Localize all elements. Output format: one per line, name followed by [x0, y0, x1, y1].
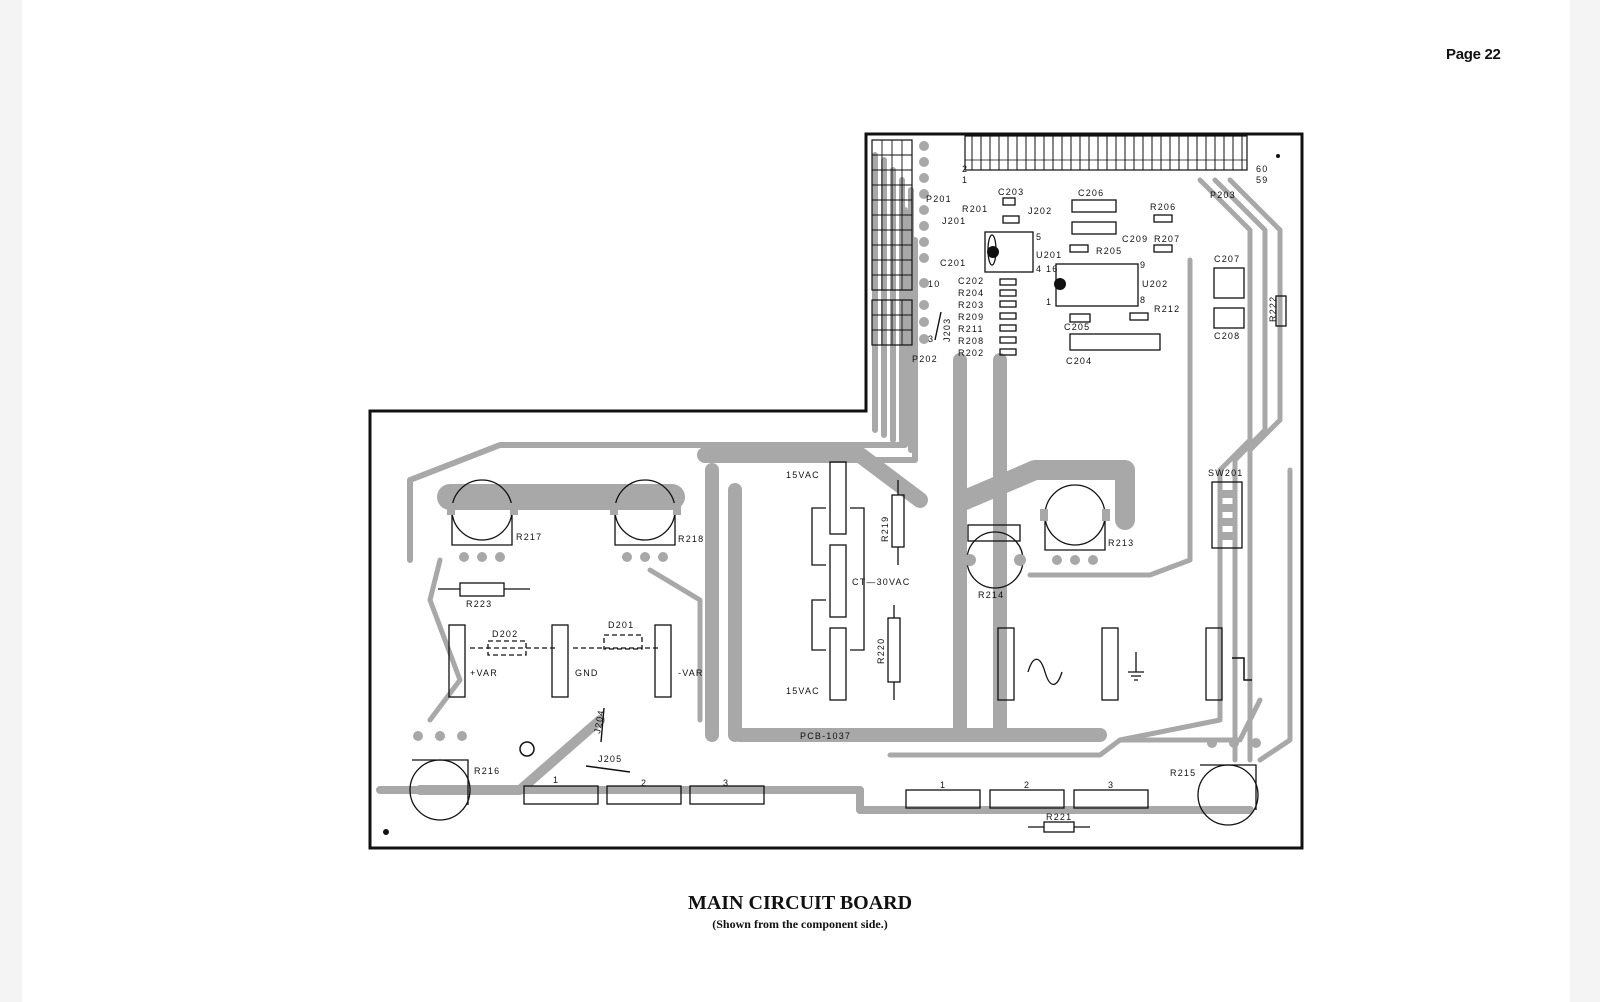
- terminal-strips: [448, 461, 1243, 701]
- label-r201: R201: [962, 204, 988, 214]
- label-u202-pin9: 9: [1140, 260, 1146, 270]
- label-15vac-bottom: 15VAC: [786, 686, 820, 696]
- label-u201-pin5: 5: [1036, 232, 1042, 242]
- label-u202-pin16: 16: [1046, 264, 1058, 274]
- label-pin-60: 60: [1256, 164, 1268, 174]
- bottom-connectors: [523, 785, 1149, 809]
- label-c208: C208: [1214, 331, 1240, 341]
- label-u201-pin4: 4: [1036, 264, 1042, 274]
- label-r214: R214: [978, 590, 1004, 600]
- label-u202-pin8: 8: [1140, 295, 1146, 305]
- ground-icon: [1128, 652, 1144, 681]
- copper-traces: [376, 152, 1293, 814]
- label-u202: U202: [1142, 279, 1168, 289]
- pot-pads: [413, 503, 1261, 748]
- label-d202: D202: [492, 629, 518, 639]
- label-ct-30vac: CT—30VAC: [852, 577, 910, 587]
- label-r213: R213: [1108, 538, 1134, 548]
- top-small-components: [987, 197, 1287, 351]
- caption-title: MAIN CIRCUIT BOARD: [687, 892, 913, 914]
- board-outline: [368, 132, 1304, 850]
- label-pin-1: 1: [962, 175, 968, 185]
- caption-subtitle: (Shown from the component side.): [712, 917, 888, 931]
- label-r217: R217: [516, 532, 542, 542]
- label-conn-right-3: 3: [1108, 780, 1114, 790]
- label-pin-3: 3: [928, 334, 934, 344]
- label-var-neg: -VAR: [678, 668, 704, 678]
- label-r209: R209: [958, 312, 984, 322]
- label-r207: R207: [1154, 234, 1180, 244]
- label-r202: R202: [958, 348, 984, 358]
- label-r216: R216: [474, 766, 500, 776]
- label-r218: R218: [678, 534, 704, 544]
- label-r208: R208: [958, 336, 984, 346]
- label-c201: C201: [940, 258, 966, 268]
- connector-p201: [871, 139, 913, 291]
- connector-pads: [919, 141, 929, 344]
- label-j204: J204: [592, 709, 606, 735]
- label-r219: R219: [880, 516, 890, 542]
- sine-wave-icon: [1027, 658, 1063, 686]
- label-c206: C206: [1078, 188, 1104, 198]
- label-c209: C209: [1122, 234, 1148, 244]
- label-var-pos: +VAR: [470, 668, 498, 678]
- label-r205: R205: [1096, 246, 1122, 256]
- label-c202: C202: [958, 276, 984, 286]
- label-r204: R204: [958, 288, 984, 298]
- transformer-bracket: [811, 507, 865, 651]
- label-d201: D201: [608, 620, 634, 630]
- jumpers: [585, 311, 942, 773]
- label-gnd: GND: [575, 668, 599, 678]
- label-p202: P202: [912, 354, 938, 364]
- label-conn-right-2: 2: [1024, 780, 1030, 790]
- label-c207: C207: [1214, 254, 1240, 264]
- resistors-misc: [438, 480, 1090, 833]
- label-r220: R220: [876, 638, 886, 664]
- label-c204: C204: [1066, 356, 1092, 366]
- label-r215: R215: [1170, 768, 1196, 778]
- page-number: Page 22: [1446, 46, 1501, 63]
- label-r206: R206: [1150, 202, 1176, 212]
- label-pin-2: 2: [962, 164, 968, 174]
- label-r222: R222: [1268, 296, 1278, 322]
- label-p201: P201: [926, 194, 952, 204]
- label-conn-left-1: 1: [553, 775, 559, 785]
- label-j202: J202: [1028, 206, 1052, 216]
- label-c205: C205: [1064, 322, 1090, 332]
- ic-u202: [1055, 263, 1139, 307]
- connector-p203: [964, 135, 1248, 171]
- resistor-stack: [999, 278, 1017, 356]
- label-j201: J201: [942, 216, 966, 226]
- ic-u201: [984, 231, 1034, 273]
- label-r221: R221: [1046, 812, 1072, 822]
- label-c203: C203: [998, 187, 1024, 197]
- label-sw201: SW201: [1208, 468, 1244, 478]
- page-sheet: [22, 0, 1570, 1002]
- label-conn-left-3: 3: [723, 778, 729, 788]
- component-labels: P201 P202 P203 2 1 60 59 10 3 C203 C206 …: [466, 164, 1278, 822]
- u202-notch: [1054, 278, 1066, 290]
- label-pin-59: 59: [1256, 175, 1268, 185]
- mounting-hole: [519, 741, 535, 757]
- label-u201: U201: [1036, 250, 1062, 260]
- label-r211: R211: [958, 324, 984, 334]
- registration-dot: [383, 829, 389, 835]
- label-r203: R203: [958, 300, 984, 310]
- label-j203: J203: [942, 318, 952, 342]
- label-15vac-top: 15VAC: [786, 470, 820, 480]
- connector-p202: [871, 299, 913, 346]
- label-p203: P203: [1210, 190, 1236, 200]
- label-conn-right-1: 1: [940, 780, 946, 790]
- label-conn-left-2: 2: [641, 778, 647, 788]
- label-r223: R223: [466, 599, 492, 609]
- label-j205: J205: [598, 754, 622, 764]
- square-wave-icon: [1232, 657, 1252, 681]
- label-u202-pin1: 1: [1046, 297, 1052, 307]
- label-r212: R212: [1154, 304, 1180, 314]
- label-pcb-part-number: PCB-1037: [800, 731, 851, 741]
- label-pin-10: 10: [928, 279, 940, 289]
